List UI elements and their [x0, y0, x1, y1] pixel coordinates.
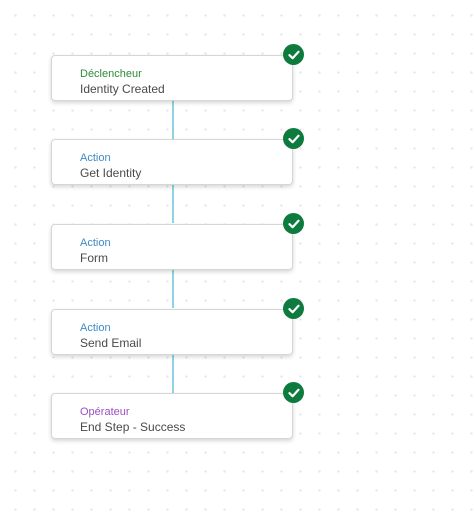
connector-line	[172, 355, 174, 393]
node-type-label: Opérateur	[80, 406, 130, 418]
workflow-node-action[interactable]: Action Get Identity	[51, 139, 293, 185]
connector-line	[172, 185, 174, 223]
check-circle-icon	[283, 298, 304, 319]
workflow-node-action[interactable]: Action Send Email	[51, 309, 293, 355]
check-circle-icon	[283, 44, 304, 65]
node-type-label: Action	[80, 237, 111, 249]
node-name: End Step - Success	[80, 420, 186, 434]
check-circle-icon	[283, 128, 304, 149]
node-type-label: Déclencheur	[80, 68, 142, 80]
workflow-node-trigger[interactable]: Déclencheur Identity Created	[51, 55, 293, 101]
node-name: Form	[80, 251, 108, 265]
workflow-node-action[interactable]: Action Form	[51, 224, 293, 270]
node-name: Send Email	[80, 336, 142, 350]
check-circle-icon	[283, 213, 304, 234]
node-type-label: Action	[80, 322, 111, 334]
connector-line	[172, 101, 174, 139]
workflow-node-operator[interactable]: Opérateur End Step - Success	[51, 393, 293, 439]
connector-line	[172, 270, 174, 308]
node-name: Get Identity	[80, 166, 142, 180]
check-circle-icon	[283, 382, 304, 403]
node-name: Identity Created	[80, 82, 165, 96]
node-type-label: Action	[80, 152, 111, 164]
